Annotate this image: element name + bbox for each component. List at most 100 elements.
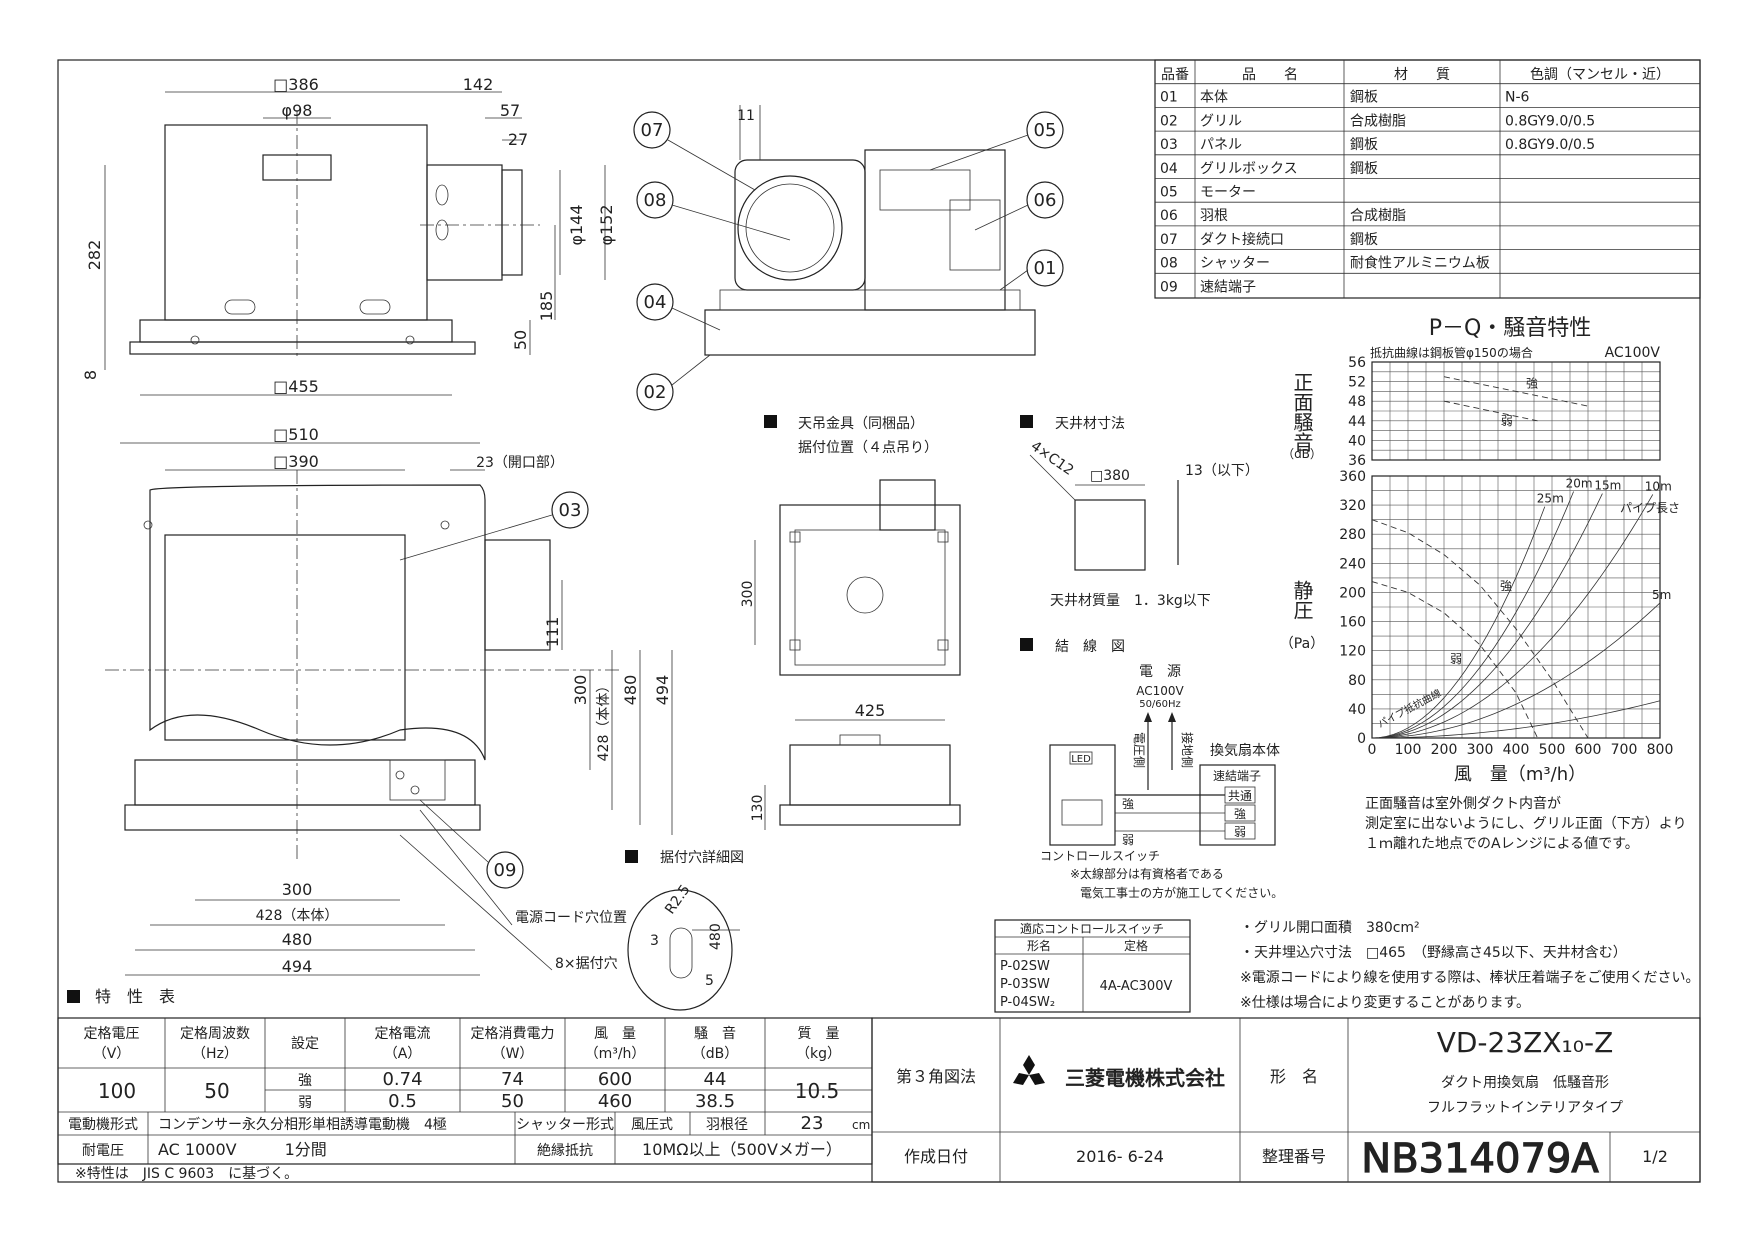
wiring-volt: AC100V bbox=[1136, 684, 1184, 698]
dim-300v: 300 bbox=[571, 675, 590, 706]
hanger-title: 天吊金具（同梱品） bbox=[798, 416, 924, 432]
ceiling-section: 天井材寸法 4×C12 □380 13（以下） 天井材質量 1．3kg以下 bbox=[1020, 415, 1259, 609]
pipe-curve-3 bbox=[1371, 494, 1654, 739]
iso-view: 11 bbox=[704, 105, 1036, 356]
noise-ytick: 48 bbox=[1348, 394, 1366, 410]
ceiling-mass: 天井材質量 1．3kg以下 bbox=[1050, 593, 1211, 609]
ceiling-corner: 4×C12 bbox=[1028, 438, 1077, 479]
page-number: 1/2 bbox=[1642, 1147, 1668, 1166]
spec-cell-1-2: 50 bbox=[501, 1091, 524, 1112]
pq-xtick: 0 bbox=[1368, 742, 1377, 758]
parts-cell-8-1: 速結端子 bbox=[1200, 279, 1256, 295]
pipe-curve-label-1: 20m bbox=[1566, 477, 1593, 491]
noise-series-0 bbox=[1443, 376, 1589, 407]
pq-xtick: 800 bbox=[1647, 742, 1674, 758]
spec-header-7: 質 量（kg） bbox=[796, 1026, 841, 1062]
noise-ylabel: 正面騒音 bbox=[1290, 372, 1314, 452]
spec-header-0: 定格電圧（V） bbox=[84, 1026, 140, 1062]
detail-r: R2.5 bbox=[662, 882, 693, 917]
note-2: ・天井埋込穴寸法 □465 （野縁高さ45以下、天井材含む） bbox=[1240, 944, 1627, 961]
parts-cell-3-0: 04 bbox=[1160, 161, 1178, 177]
parts-cell-0-1: 本体 bbox=[1200, 90, 1228, 106]
switch-table-title: 適応コントロールスイッチ bbox=[1020, 921, 1164, 936]
spec-cell-1-1: 0.5 bbox=[388, 1091, 417, 1112]
pq-xtick: 200 bbox=[1431, 742, 1458, 758]
spec-withstand: AC 1000V 1分間 bbox=[158, 1140, 327, 1159]
spec-insul: 10MΩ以上（500Vメガー） bbox=[642, 1140, 842, 1159]
parts-cell-2-1: パネル bbox=[1200, 137, 1242, 153]
dim-111: 111 bbox=[543, 617, 562, 648]
wiring-strong: 強 bbox=[1122, 797, 1134, 811]
noise-series-1 bbox=[1443, 400, 1538, 422]
parts-cell-3-2: 鋼板 bbox=[1350, 161, 1378, 177]
parts-cell-4-1: モーター bbox=[1200, 185, 1256, 201]
pq-xtick: 700 bbox=[1611, 742, 1638, 758]
spec-cell-0-0: 強 bbox=[298, 1073, 312, 1089]
pq-yunit: （Pa） bbox=[1280, 636, 1324, 652]
dim-57: 57 bbox=[500, 101, 520, 120]
pipe-curve-2 bbox=[1371, 493, 1603, 739]
title-block: 第３角図法 三菱電機株式会社 形 名 VD-23ZX₁₀-Z ダクト用換気扇 低… bbox=[871, 1017, 1701, 1183]
callout-07: 07 bbox=[641, 120, 664, 141]
parts-cell-5-2: 合成樹脂 bbox=[1350, 208, 1406, 224]
drawing-number: NB314079A bbox=[1361, 1136, 1599, 1182]
callout-02: 02 bbox=[644, 382, 667, 403]
model-desc1: ダクト用換気扇 低騒音形 bbox=[1441, 1074, 1609, 1091]
pipe-curve-4 bbox=[1371, 602, 1661, 739]
callout-08: 08 bbox=[644, 190, 667, 211]
switch-rating: 4A-AC300V bbox=[1100, 979, 1173, 994]
pipe-curve-5 bbox=[1371, 700, 1661, 739]
spec-motor-label: 電動機形式 bbox=[68, 1117, 138, 1133]
dim-27: 27 bbox=[508, 130, 528, 149]
spec-blade-unit: cm bbox=[852, 1118, 870, 1132]
pq-xlabel: 風 量（m³/h） bbox=[1454, 764, 1586, 785]
detail-3: 3 bbox=[650, 933, 659, 949]
wiring-note2: 電気工事士の方が施工してください。 bbox=[1080, 885, 1283, 900]
callout-05: 05 bbox=[1034, 120, 1057, 141]
pq-xtick: 400 bbox=[1503, 742, 1530, 758]
company-name: 三菱電機株式会社 bbox=[1065, 1066, 1225, 1090]
dim-152: φ152 bbox=[597, 204, 616, 245]
spec-withstand-label: 耐電圧 bbox=[82, 1143, 124, 1159]
pq-xtick: 100 bbox=[1395, 742, 1422, 758]
dim-side-width: □386 bbox=[273, 75, 319, 94]
parts-cell-1-1: グリル bbox=[1200, 113, 1242, 129]
spec-header-2: 設定 bbox=[291, 1036, 319, 1052]
dim-282: 282 bbox=[85, 240, 104, 271]
parts-cell-5-0: 06 bbox=[1160, 208, 1178, 224]
dim-300h: 300 bbox=[282, 880, 313, 899]
pipe-curve-1 bbox=[1371, 491, 1574, 739]
parts-cell-1-3: 0.8GY9.0/0.5 bbox=[1505, 113, 1595, 129]
wiring-title: 結 線 図 bbox=[1055, 639, 1125, 655]
dim-duct-dia: φ98 bbox=[282, 101, 313, 120]
chart-note-3: １ｍ離れた地点でのAレンジによる値です。 bbox=[1365, 835, 1639, 852]
chart-section: P－Q・騒音特性 抵抗曲線は鋼板管φ150の場合 AC100V 正面騒音 （dB… bbox=[1280, 316, 1687, 852]
parts-h-name: 品 名 bbox=[1242, 67, 1298, 83]
callout-06: 06 bbox=[1034, 190, 1057, 211]
parts-cell-2-3: 0.8GY9.0/0.5 bbox=[1505, 137, 1595, 153]
parts-cell-6-2: 鋼板 bbox=[1350, 232, 1378, 248]
wiring-live: 電圧側 bbox=[1132, 732, 1146, 768]
pq-ytick: 120 bbox=[1339, 644, 1366, 660]
detail-480: 480 bbox=[708, 923, 724, 950]
parts-cell-7-0: 08 bbox=[1160, 256, 1178, 272]
wiring-section: 結 線 図 電 源 AC100V 50/60Hz 電圧側 接地側 換気扇本体 速… bbox=[1020, 638, 1283, 900]
chart-note-1: 正面騒音は室外側ダクト内音が bbox=[1365, 795, 1561, 812]
pipe-curve-label: パイプ抵抗曲線 bbox=[1375, 686, 1443, 730]
switch-col1: 形名 bbox=[1027, 938, 1051, 953]
dim-494v: 494 bbox=[653, 675, 672, 706]
wiring-weak-term: 弱 bbox=[1234, 825, 1246, 839]
parts-cell-0-3: N-6 bbox=[1505, 90, 1530, 106]
projection: 第３角図法 bbox=[896, 1067, 976, 1086]
date-value: 2016- 6-24 bbox=[1076, 1147, 1164, 1166]
note-3: ※電源コードにより線を使用する際は、棒状圧着端子をご使用ください。 bbox=[1240, 969, 1699, 986]
spec-header-4: 定格消費電力（W） bbox=[471, 1026, 555, 1062]
parts-cell-1-2: 合成樹脂 bbox=[1350, 113, 1406, 129]
hanger-dim-300: 300 bbox=[740, 581, 756, 608]
spec-freq: 50 bbox=[204, 1079, 229, 1103]
dim-side-offset: 142 bbox=[463, 75, 494, 94]
pq-ytick: 360 bbox=[1339, 469, 1366, 485]
callout-09: 09 bbox=[494, 860, 517, 881]
dim-510: □510 bbox=[273, 425, 319, 444]
